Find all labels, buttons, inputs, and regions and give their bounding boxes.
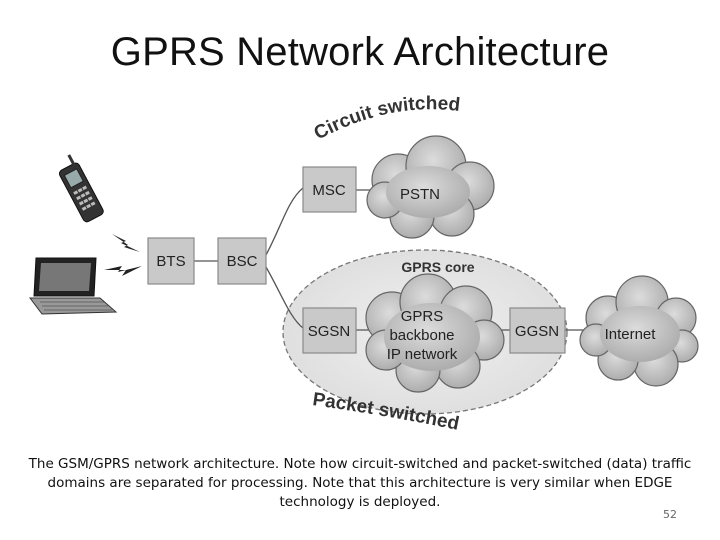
caption-line: The GSM/GPRS network architecture. Note …: [28, 456, 692, 472]
caption-line: technology is deployed.: [279, 494, 441, 510]
ggsn-label: GGSN: [515, 323, 559, 340]
backbone-label-line1: GPRS: [401, 308, 444, 325]
internet-cloud: [579, 275, 699, 387]
caption-line: domains are separated for processing. No…: [47, 475, 673, 491]
sgsn-label: SGSN: [308, 323, 351, 340]
msc-label: MSC: [312, 182, 346, 199]
slide-title: GPRS Network Architecture: [110, 30, 610, 74]
ggsn-node: GGSN: [509, 307, 566, 354]
bsc-node: BSC: [217, 237, 267, 285]
bsc-label: BSC: [227, 253, 258, 270]
backbone-label-line2: backbone: [389, 327, 454, 344]
bts-label: BTS: [156, 253, 185, 270]
msc-node: MSC: [302, 166, 357, 213]
sgsn-node: SGSN: [302, 307, 357, 354]
bts-node: BTS: [147, 237, 195, 285]
network-diagram: GPRS core: [29, 93, 699, 435]
mobile-phone-icon: [58, 154, 104, 223]
laptop-icon: [29, 257, 118, 315]
page-number: 52: [663, 508, 677, 521]
figure-caption: The GSM/GPRS network architecture. Note …: [18, 455, 702, 512]
backbone-label-line3: IP network: [387, 346, 458, 363]
pstn-label: PSTN: [400, 186, 440, 203]
gprs-core-label: GPRS core: [401, 259, 474, 275]
wireless-link-icon: [104, 234, 142, 276]
pstn-cloud: [366, 135, 495, 239]
internet-label: Internet: [605, 326, 657, 343]
gprs-backbone-cloud: [365, 273, 505, 393]
